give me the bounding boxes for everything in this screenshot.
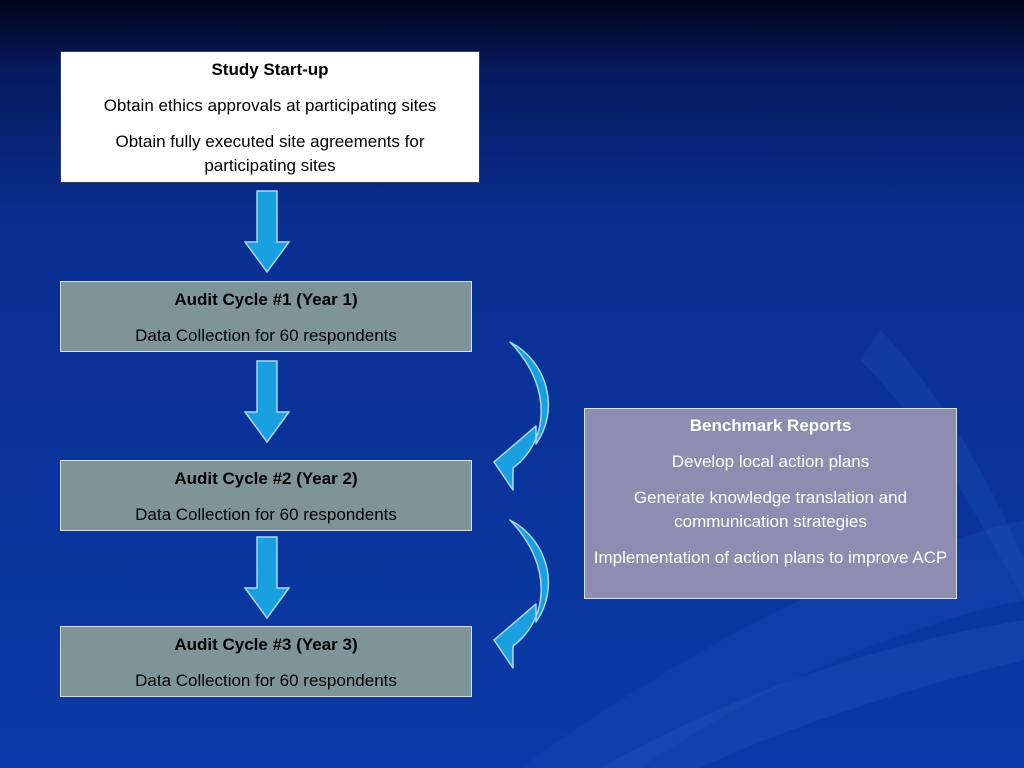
benchmark-line-implementation: Implementation of action plans to improv…: [593, 548, 948, 567]
study-startup-title: Study Start-up: [211, 60, 329, 79]
down-arrow-icon: [244, 536, 290, 620]
benchmark-reports-box: Benchmark Reports Develop local action p…: [584, 408, 957, 599]
audit-cycle-2-box: Audit Cycle #2 (Year 2) Data Collection …: [60, 460, 472, 531]
audit-cycle-1-body: Data Collection for 60 respondents: [135, 326, 397, 345]
benchmark-line-knowledge-translation: Generate knowledge translation and commu…: [633, 488, 908, 531]
audit-cycle-3-title: Audit Cycle #3 (Year 3): [174, 635, 358, 654]
down-arrow-icon: [244, 360, 290, 444]
benchmark-line-action-plans: Develop local action plans: [671, 452, 870, 471]
curved-arrow-icon: [493, 519, 550, 669]
startup-line-agreements: Obtain fully executed site agreements fo…: [115, 132, 425, 175]
study-startup-box: Study Start-up Obtain ethics approvals a…: [60, 51, 480, 183]
audit-cycle-2-body: Data Collection for 60 respondents: [135, 505, 397, 524]
audit-cycle-3-box: Audit Cycle #3 (Year 3) Data Collection …: [60, 626, 472, 697]
audit-cycle-1-title: Audit Cycle #1 (Year 1): [174, 290, 358, 309]
benchmark-reports-title: Benchmark Reports: [689, 416, 852, 435]
audit-cycle-1-box: Audit Cycle #1 (Year 1) Data Collection …: [60, 281, 472, 352]
down-arrow-icon: [244, 190, 290, 274]
audit-cycle-3-body: Data Collection for 60 respondents: [135, 671, 397, 690]
curved-arrow-icon: [493, 341, 550, 491]
audit-cycle-2-title: Audit Cycle #2 (Year 2): [174, 469, 358, 488]
startup-line-ethics: Obtain ethics approvals at participating…: [103, 96, 437, 115]
